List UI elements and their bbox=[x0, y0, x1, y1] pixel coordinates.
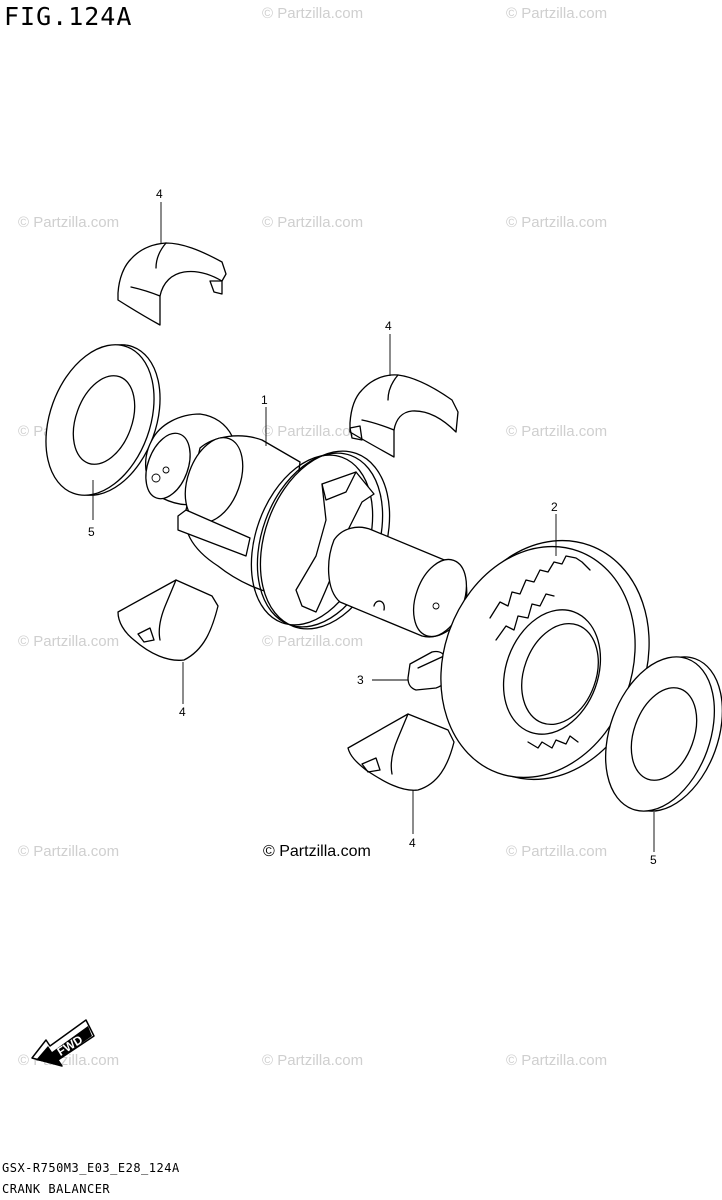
watermark: © Partzilla.com bbox=[506, 1052, 608, 1069]
callout-number: 5 bbox=[650, 853, 657, 867]
callout-number: 4 bbox=[385, 319, 392, 333]
bearing-top-left[interactable] bbox=[117, 242, 227, 326]
bearing-upper-middle[interactable] bbox=[349, 374, 459, 458]
bearing-lower-middle[interactable] bbox=[347, 713, 455, 791]
balancer-gear[interactable] bbox=[409, 512, 682, 808]
copyright-notice: © Partzilla.com bbox=[263, 843, 371, 860]
key[interactable] bbox=[407, 650, 447, 691]
fwd-arrow-icon: FWD bbox=[31, 1019, 95, 1067]
watermark: © Partzilla.com bbox=[262, 423, 364, 440]
callout-number: 4 bbox=[156, 187, 163, 201]
footer-section-name: CRANK BALANCER bbox=[2, 1182, 111, 1196]
washer-left[interactable] bbox=[26, 330, 179, 511]
watermark: © Partzilla.com bbox=[262, 5, 364, 22]
figure-title: FIG.124A bbox=[4, 2, 133, 31]
footer-model-code: GSX-R750M3_E03_E28_124A bbox=[2, 1161, 180, 1175]
watermark: © Partzilla.com bbox=[262, 633, 364, 650]
watermark: © Partzilla.com bbox=[18, 633, 120, 650]
callout-number: 1 bbox=[261, 393, 268, 407]
callout-number: 4 bbox=[179, 705, 186, 719]
bearing-lower-left[interactable] bbox=[117, 579, 219, 661]
watermark: © Partzilla.com bbox=[262, 1052, 364, 1069]
balancer-shaft[interactable] bbox=[138, 413, 477, 647]
callout-number: 4 bbox=[409, 836, 416, 850]
watermark: © Partzilla.com bbox=[506, 5, 608, 22]
watermark: © Partzilla.com bbox=[262, 214, 364, 231]
callout-number: 2 bbox=[551, 500, 558, 514]
watermark: © Partzilla.com bbox=[18, 214, 120, 231]
watermark: © Partzilla.com bbox=[506, 843, 608, 860]
watermark: © Partzilla.com bbox=[506, 423, 608, 440]
watermark: © Partzilla.com bbox=[506, 214, 608, 231]
callout-number: 5 bbox=[88, 525, 95, 539]
watermark: © Partzilla.com bbox=[18, 843, 120, 860]
callout-number: 3 bbox=[357, 673, 364, 687]
washer-right[interactable] bbox=[586, 642, 722, 827]
